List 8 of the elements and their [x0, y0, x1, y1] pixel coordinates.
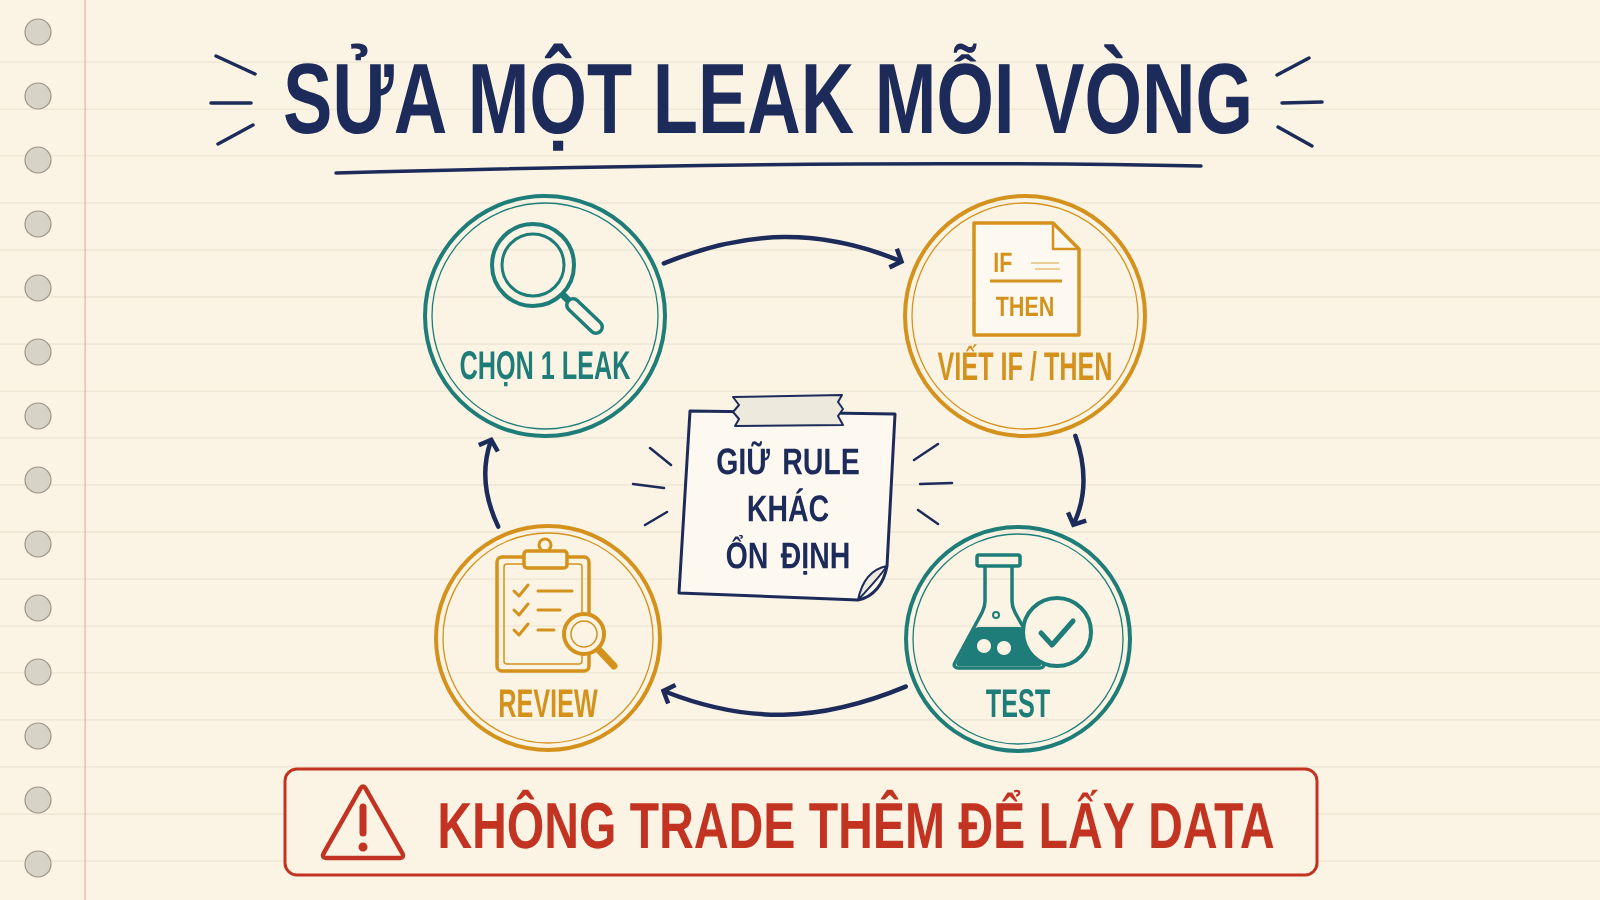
document-card: IF THEN [972, 221, 1081, 337]
curved-arrow [478, 436, 501, 529]
curved-arrow [661, 234, 905, 270]
curved-arrow [660, 682, 908, 717]
title: SỬA MỘT LEAK MỖI VÒNG [285, 43, 1249, 151]
curved-arrow [1065, 433, 1087, 528]
warning-banner: KHÔNG TRADE THÊM ĐỂ LẤY DATA [283, 767, 1319, 877]
sticky-note: GIỮ RULE KHÁC ỔN ĐỊNH [677, 394, 897, 602]
